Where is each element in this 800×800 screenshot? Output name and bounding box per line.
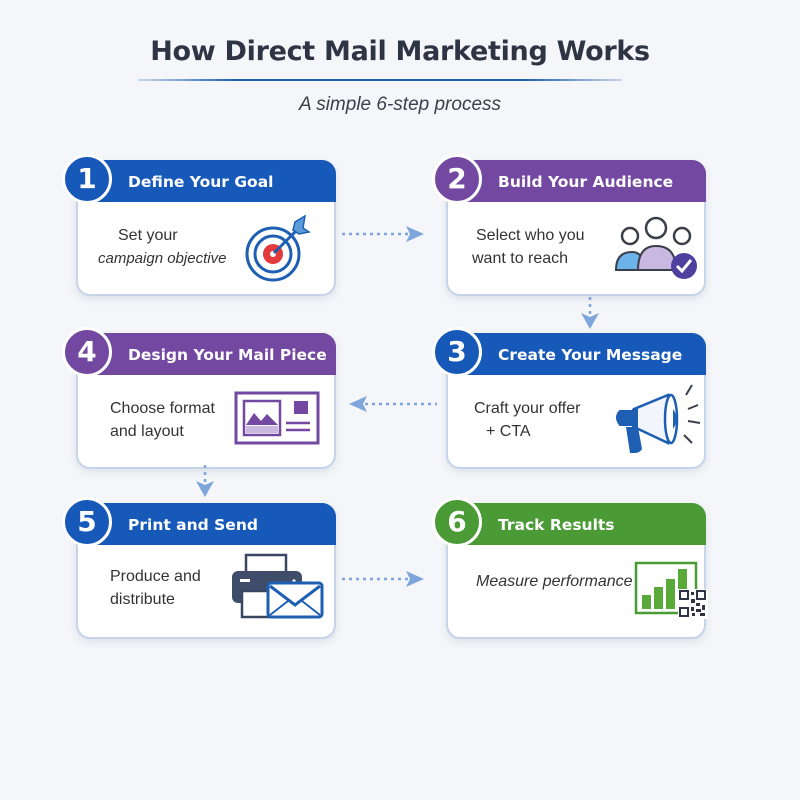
step-header	[76, 503, 336, 545]
page-title: How Direct Mail Marketing Works	[150, 36, 650, 67]
description-line-2: and layout	[110, 423, 184, 440]
target-icon	[245, 214, 311, 282]
step-card-4: 4 Design Your Mail Piece Choose format a…	[62, 327, 336, 469]
description-line-1: Choose format	[110, 400, 215, 417]
description-line-1: Select who you	[476, 227, 585, 244]
chart-qr-icon	[634, 561, 708, 619]
step-description: Set your campaign objective	[98, 224, 226, 270]
step-title: Track Results	[498, 516, 615, 534]
step-description: Produce and distribute	[110, 565, 201, 611]
title-underline	[138, 79, 622, 81]
page-subtitle: A simple 6-step process	[298, 94, 502, 115]
description-line-2: + CTA	[486, 423, 531, 440]
step-description: Craft your offer + CTA	[474, 397, 580, 443]
description-line-1: Produce and	[110, 568, 201, 585]
description-line-2: want to reach	[472, 250, 569, 267]
step-number-badge: 6	[432, 497, 482, 547]
step-number-badge: 4	[62, 327, 112, 377]
step-header	[446, 333, 706, 375]
connector-arrow-right	[342, 571, 424, 587]
step-description: Choose format and layout	[110, 397, 215, 443]
step-card-5: 5 Print and Send Produce and distribute	[62, 497, 336, 639]
description-line-1: Set your	[118, 227, 178, 244]
step-title: Design Your Mail Piece	[128, 346, 327, 364]
step-title: Create Your Message	[498, 346, 683, 364]
step-number-badge: 2	[432, 154, 482, 204]
step-card-2: 2 Build Your Audience Select who you wan…	[432, 154, 706, 296]
connector-arrow-left	[349, 396, 437, 412]
description-line-2: campaign objective	[98, 250, 227, 267]
step-header	[446, 503, 706, 545]
step-card-3: 3 Create Your Message Craft your offer +…	[432, 327, 706, 469]
step-description: Select who you want to reach	[472, 224, 585, 270]
connector-arrow-down	[581, 297, 599, 329]
step-card-6: 6 Track Results Measure performance	[432, 497, 708, 639]
description-line-1: Measure performance	[476, 573, 633, 590]
step-title: Print and Send	[128, 516, 258, 534]
step-number-badge: 5	[62, 497, 112, 547]
megaphone-icon	[616, 384, 701, 453]
description-line-2: distribute	[110, 591, 175, 608]
printer-envelope-icon	[232, 553, 324, 619]
step-title: Build Your Audience	[498, 173, 674, 191]
step-card-1: 1 Define Your Goal Set your campaign obj…	[62, 154, 336, 296]
step-description: Measure performance	[476, 570, 633, 593]
step-header	[76, 333, 336, 375]
postcard-layout-icon	[234, 391, 320, 445]
connector-arrow-right	[342, 226, 424, 242]
step-header	[446, 160, 706, 202]
step-header	[76, 160, 336, 202]
step-number-badge: 3	[432, 327, 482, 377]
step-title: Define Your Goal	[128, 173, 274, 191]
step-number-badge: 1	[62, 154, 112, 204]
connector-arrow-down	[196, 465, 214, 497]
description-line-1: Craft your offer	[474, 400, 581, 417]
audience-icon	[614, 216, 697, 279]
